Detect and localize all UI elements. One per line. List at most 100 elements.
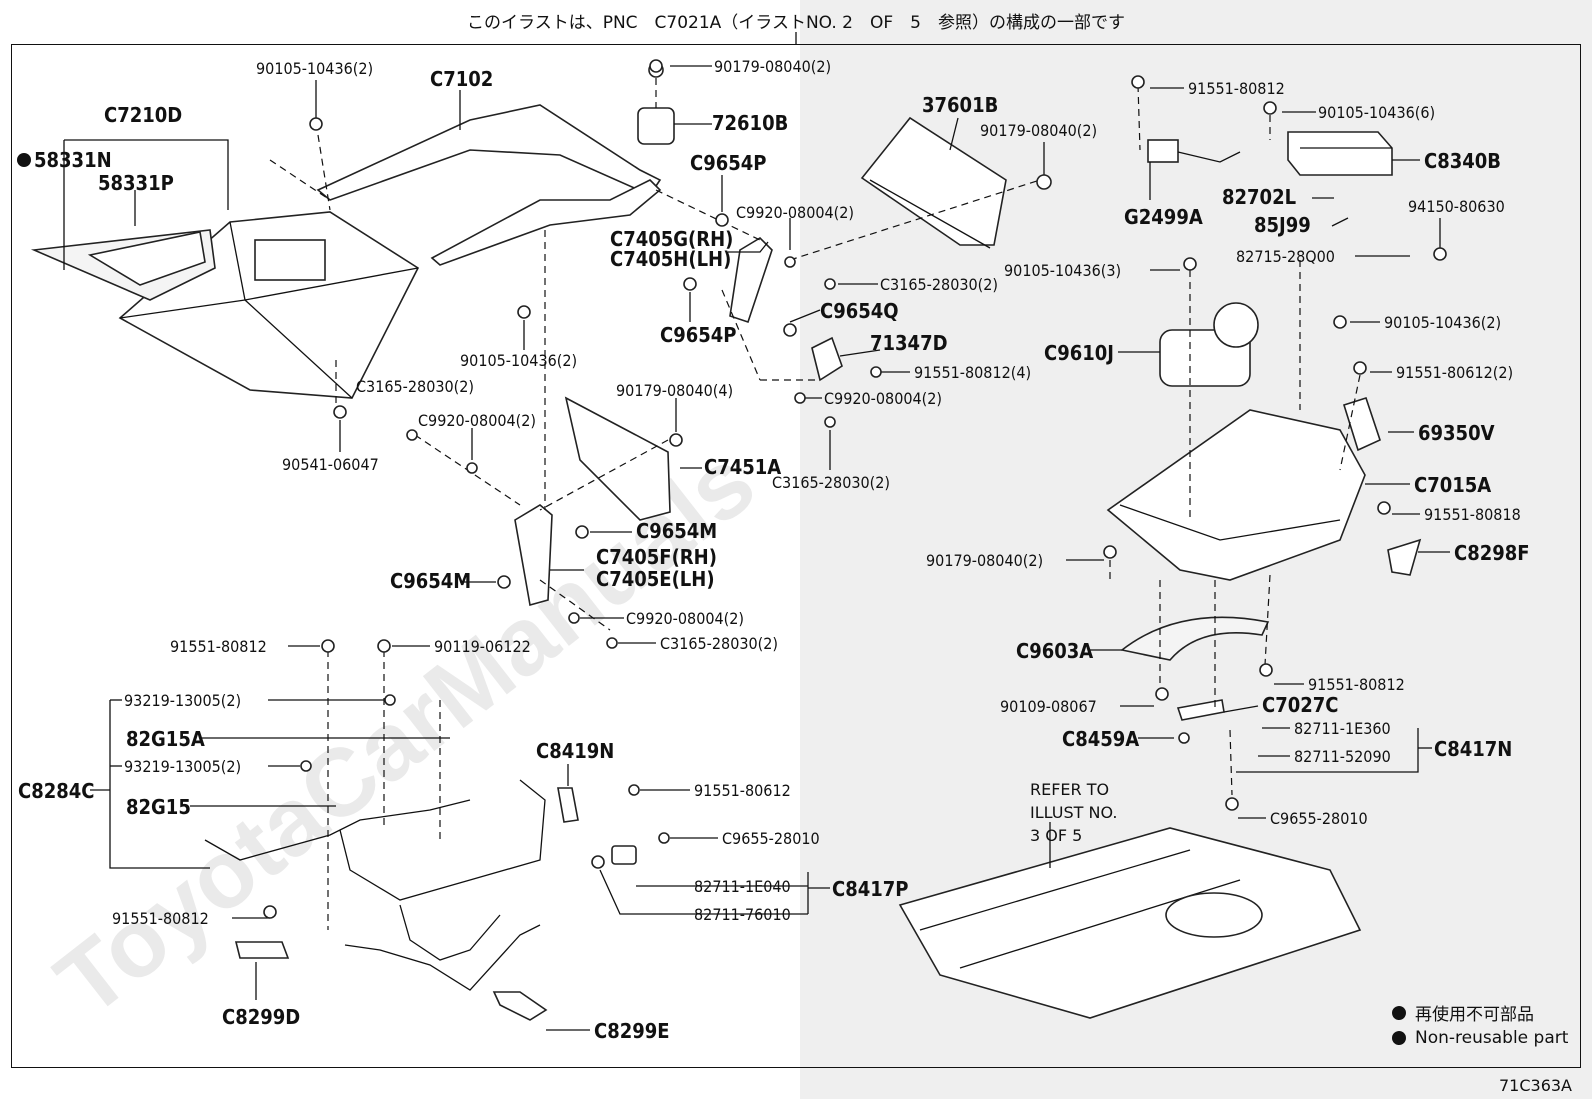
label-c9654p-b: C9654P xyxy=(660,323,736,347)
drawing-code: 71C363A xyxy=(1498,1076,1572,1095)
label-58331n: 58331N xyxy=(34,148,112,172)
label-c9654p-a: C9654P xyxy=(690,151,766,175)
label-c7210d: C7210D xyxy=(104,103,182,127)
part-plate-c7451a xyxy=(564,396,671,521)
label-82g15a: 82G15A xyxy=(126,727,205,751)
label-c9654q: C9654Q xyxy=(820,299,899,323)
legend-text-en: Non-reusable part xyxy=(1415,1027,1569,1048)
label-c9920-08004-2c: C9920-08004(2) xyxy=(418,411,536,430)
refer-note: REFER TO ILLUST NO. 3 OF 5 xyxy=(1030,778,1117,847)
part-rail-c7102 xyxy=(316,104,662,266)
part-link-c7405fe xyxy=(514,504,553,607)
refer-note-line: REFER TO xyxy=(1030,780,1110,799)
part-bracket-c8299e xyxy=(492,991,548,1021)
label-85j99: 85J99 xyxy=(1254,213,1311,237)
label-91551-80812-d: 91551-80812 xyxy=(1308,675,1405,694)
legend-text-ja: 再使用不可部品 xyxy=(1415,1005,1534,1025)
label-c9920-08004-2a: C9920-08004(2) xyxy=(736,203,854,222)
part-sensor-g2499a xyxy=(1147,139,1241,163)
label-91551-80812-b: 91551-80812 xyxy=(112,909,209,928)
label-69350v: 69350V xyxy=(1418,421,1495,445)
refer-note-line: 3 OF 5 xyxy=(1030,826,1083,845)
part-cover-c9603a xyxy=(1120,616,1270,661)
label-91551-80612-a: 91551-80612 xyxy=(694,781,791,800)
label-c7405h: C7405H(LH) xyxy=(610,247,731,271)
label-82702l: 82702L xyxy=(1222,185,1296,209)
label-90179-08040-4: 90179-08040(4) xyxy=(616,381,733,400)
label-90179-08040-2c: 90179-08040(2) xyxy=(926,551,1043,570)
label-90109-08067: 90109-08067 xyxy=(1000,697,1097,716)
part-link-c7027c xyxy=(1176,699,1225,721)
label-71347d: 71347D xyxy=(870,331,948,355)
label-c9655-28010-a: C9655-28010 xyxy=(722,829,820,848)
label-91551-80612-2: 91551-80612(2) xyxy=(1396,363,1513,382)
label-91551-80812-c: 91551-80812 xyxy=(1188,79,1285,98)
label-c8340b: C8340B xyxy=(1424,149,1501,173)
label-c3165-28030-2c: C3165-28030(2) xyxy=(772,473,890,492)
label-g2499a: G2499A xyxy=(1124,205,1203,229)
part-motor-c9610j xyxy=(1159,302,1259,387)
label-c9920-08004-2b: C9920-08004(2) xyxy=(824,389,942,408)
label-90119-06122: 90119-06122 xyxy=(434,637,531,656)
label-c3165-28030-2d: C3165-28030(2) xyxy=(660,634,778,653)
label-91551-80818: 91551-80818 xyxy=(1424,505,1521,524)
part-module-c8340b xyxy=(1287,131,1393,176)
label-c8298f: C8298F xyxy=(1454,541,1530,565)
part-bracket-c8299d xyxy=(234,941,290,959)
label-c9920-08004-2d: C9920-08004(2) xyxy=(626,609,744,628)
label-c9610j: C9610J xyxy=(1044,341,1114,365)
label-82715-28q00: 82715-28Q00 xyxy=(1236,247,1335,266)
label-90105-10436-2c: 90105-10436(2) xyxy=(1384,313,1501,332)
label-c8299e: C8299E xyxy=(594,1019,670,1043)
legend-row-en: Non-reusable part xyxy=(1392,1025,1568,1050)
part-base-c7015a xyxy=(1106,409,1366,581)
label-94150-80630: 94150-80630 xyxy=(1408,197,1505,216)
label-82711-1e360: 82711-1E360 xyxy=(1294,719,1391,738)
part-bracket-c8298f xyxy=(1387,538,1422,576)
legend: 再使用不可部品 Non-reusable part xyxy=(1392,1000,1568,1050)
legend-row-ja: 再使用不可部品 xyxy=(1392,1000,1568,1025)
diagram-frame xyxy=(11,44,1581,1068)
label-90105-10436-3: 90105-10436(3) xyxy=(1004,261,1121,280)
part-bracket-c8419n xyxy=(557,787,579,823)
label-82g15: 82G15 xyxy=(126,795,191,819)
leader-lines xyxy=(63,65,1450,1031)
label-c9654m-a: C9654M xyxy=(636,519,717,543)
label-c8299d: C8299D xyxy=(222,1005,300,1029)
label-c7405e: C7405E(LH) xyxy=(596,567,715,591)
label-c8419n: C8419N xyxy=(536,739,614,763)
part-slide-rail-assembly xyxy=(898,827,1362,1019)
label-c9603a: C9603A xyxy=(1016,639,1093,663)
part-labels: 90105-10436(2) C7102 90179-08040(2) C721… xyxy=(18,57,1530,1043)
label-90179-08040-2b: 90179-08040(2) xyxy=(980,121,1097,140)
label-93219-13005-2b: 93219-13005(2) xyxy=(124,757,241,776)
label-90105-10436-2a: 90105-10436(2) xyxy=(256,59,373,78)
label-91551-80812-4: 91551-80812(4) xyxy=(914,363,1031,382)
part-wire-harness-c8284c xyxy=(204,779,546,991)
label-90105-10436-6: 90105-10436(6) xyxy=(1318,103,1435,122)
refer-note-line: ILLUST NO. xyxy=(1030,803,1118,822)
label-c3165-28030-2b: C3165-28030(2) xyxy=(356,377,474,396)
part-link-c7405gh xyxy=(729,236,773,324)
non-reusable-dot-icon xyxy=(1392,1005,1406,1020)
label-c7451a: C7451A xyxy=(704,455,781,479)
label-c7027c: C7027C xyxy=(1262,693,1338,717)
label-90105-10436-2b: 90105-10436(2) xyxy=(460,351,577,370)
label-c9655-28010-b: C9655-28010 xyxy=(1270,809,1368,828)
label-c8417n: C8417N xyxy=(1434,737,1512,761)
label-93219-13005-2a: 93219-13005(2) xyxy=(124,691,241,710)
label-91551-80812-a: 91551-80812 xyxy=(170,637,267,656)
label-c7102: C7102 xyxy=(430,67,493,91)
label-c8284c: C8284C xyxy=(18,779,94,803)
label-82711-52090: 82711-52090 xyxy=(1294,747,1391,766)
fastener-symbols xyxy=(263,59,1447,919)
part-pad-58331 xyxy=(30,229,216,301)
non-reusable-dot-icon xyxy=(1392,1030,1406,1045)
label-c7015a: C7015A xyxy=(1414,473,1491,497)
part-bracket-37601b xyxy=(860,116,1007,249)
non-reusable-dot-icon xyxy=(17,153,31,167)
label-c8417p: C8417P xyxy=(832,877,908,901)
label-82711-76010: 82711-76010 xyxy=(694,905,791,924)
